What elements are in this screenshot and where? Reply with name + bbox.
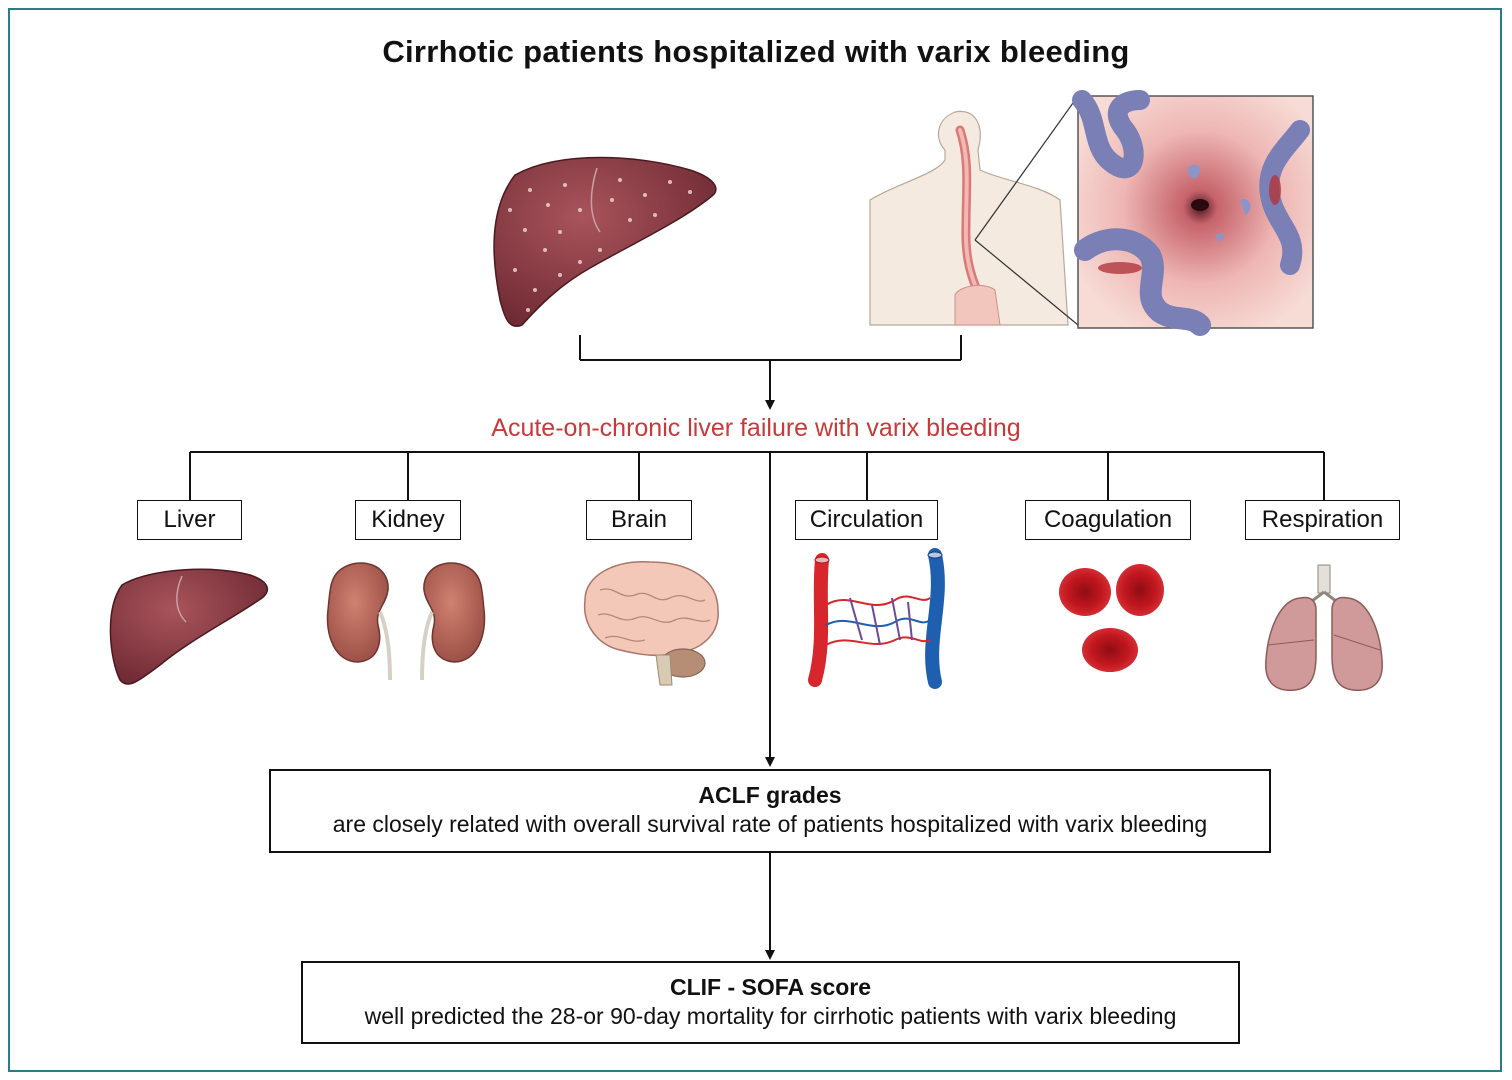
organ-box-respiration: Respiration — [1245, 500, 1400, 540]
endoscopic-varices-icon — [1072, 90, 1314, 336]
clif-sofa-box: CLIF - SOFA score well predicted the 28-… — [301, 961, 1240, 1044]
aclf-grades-heading: ACLF grades — [698, 782, 842, 808]
clif-sofa-text: well predicted the 28-or 90-day mortalit… — [364, 1003, 1177, 1029]
organ-branch-connector — [189, 451, 1325, 500]
organ-box-liver: Liver — [137, 500, 242, 540]
brain-icon — [583, 561, 719, 686]
red-blood-cells-icon — [1059, 564, 1164, 672]
cirrhotic-liver-icon — [493, 156, 717, 327]
aclf-grades-box: ACLF grades are closely related with ove… — [269, 769, 1271, 853]
lungs-icon — [1265, 564, 1383, 691]
top-bracket-connector — [579, 335, 962, 410]
liver-icon — [109, 568, 269, 685]
clif-sofa-heading: CLIF - SOFA score — [669, 974, 872, 1000]
organ-box-brain: Brain — [586, 500, 692, 540]
organ-box-circulation: Circulation — [795, 500, 938, 540]
organ-box-coagulation: Coagulation — [1025, 500, 1191, 540]
aclf-grades-text: are closely related with overall surviva… — [332, 811, 1208, 837]
esophagus-anatomy-icon — [869, 95, 1079, 326]
blood-vessels-icon — [808, 548, 945, 689]
acute-failure-label: Acute-on-chronic liver failure with vari… — [491, 414, 1021, 442]
kidney-icon — [326, 562, 486, 681]
diagram-title: Cirrhotic patients hospitalized with var… — [382, 34, 1130, 69]
figure-frame — [8, 8, 1502, 1072]
organ-box-kidney: Kidney — [355, 500, 461, 540]
